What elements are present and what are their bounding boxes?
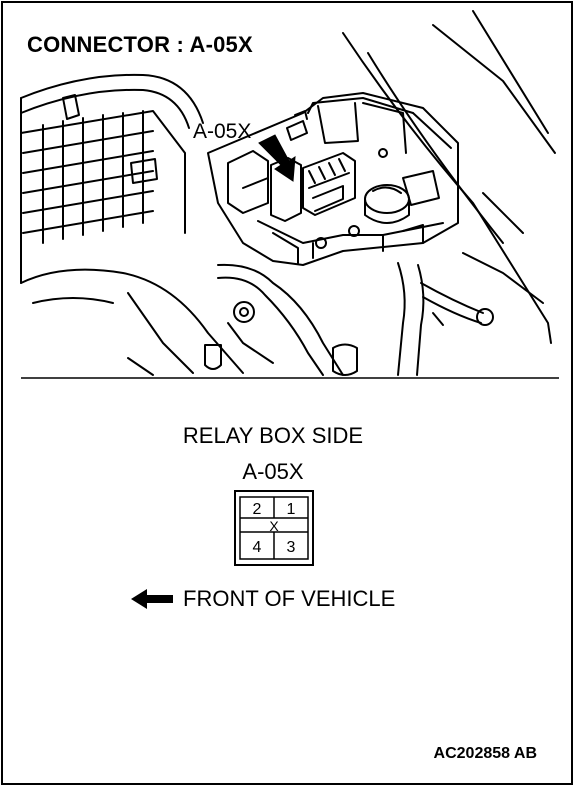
left-arrow-icon xyxy=(131,589,173,609)
pin-2: 2 xyxy=(253,501,262,518)
pin-3: 3 xyxy=(287,539,296,556)
figure-code: AC202858 AB xyxy=(433,745,537,762)
front-of-vehicle-indicator: FRONT OF VEHICLE xyxy=(131,586,395,612)
connector-pinout: 2 1 X 4 3 xyxy=(234,490,314,566)
engine-compartment-illustration xyxy=(20,10,559,379)
relay-box-side-label: RELAY BOX SIDE xyxy=(182,423,364,448)
front-of-vehicle-label: FRONT OF VEHICLE xyxy=(183,586,396,611)
connector-label: A-05X xyxy=(242,459,304,484)
connector-title: CONNECTOR : A-05X xyxy=(27,32,253,57)
pin-1: 1 xyxy=(287,501,296,518)
callout-label: A-05X xyxy=(193,120,252,143)
pin-4: 4 xyxy=(253,539,262,556)
pin-x-mark: X xyxy=(269,518,279,534)
